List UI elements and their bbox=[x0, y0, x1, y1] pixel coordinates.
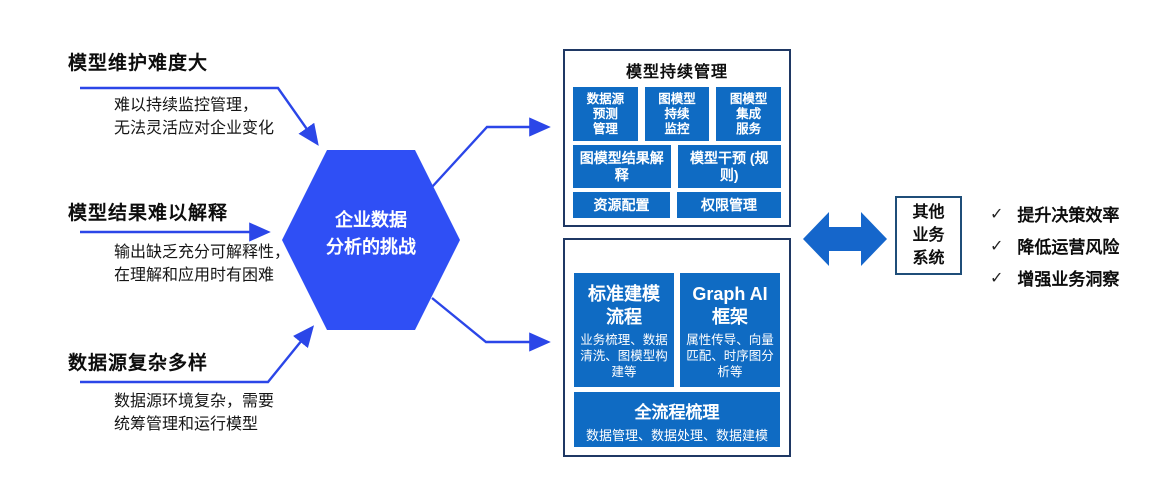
check-icon: ✓ bbox=[990, 269, 1004, 287]
benefit-item: ✓ 提升决策效率 bbox=[990, 201, 1119, 226]
cell-graphmodel-monitor: 图模型 持续 监控 bbox=[644, 87, 710, 141]
model-management-panel: 模型持续管理 数据源 预测 管理 图模型 持续 监控 图模型 集成 服务 图模型… bbox=[563, 49, 791, 227]
standard-modeling-cell: 标准建模 流程 业务梳理、数据清洗、图模型构建等 bbox=[574, 273, 674, 387]
cell-permission-manage: 权限管理 bbox=[677, 192, 781, 218]
benefit-label: 增强业务洞察 bbox=[1017, 270, 1120, 289]
check-icon: ✓ bbox=[990, 205, 1004, 223]
graph-ai-cell: Graph AI 框架 属性传导、向量匹配、时序图分析等 bbox=[680, 273, 780, 387]
framework-panel: 标准建模 流程 业务梳理、数据清洗、图模型构建等 Graph AI 框架 属性传… bbox=[563, 238, 791, 457]
double-arrow-icon bbox=[803, 212, 887, 266]
benefits-list: ✓ 提升决策效率 ✓ 降低运营风险 ✓ 增强业务洞察 bbox=[990, 201, 1119, 290]
challenge-title-maintenance: 模型维护难度大 bbox=[68, 53, 209, 74]
cell-resource-config: 资源配置 bbox=[573, 192, 671, 218]
cell-graphmodel-integration: 图模型 集成 服务 bbox=[716, 87, 782, 141]
framework-columns: 标准建模 流程 业务梳理、数据清洗、图模型构建等 Graph AI 框架 属性传… bbox=[574, 273, 780, 387]
arrow-to-management bbox=[431, 117, 551, 188]
graph-ai-title: Graph AI 框架 bbox=[692, 284, 768, 327]
benefit-item: ✓ 降低运营风险 bbox=[990, 233, 1119, 258]
challenge-desc-datasource: 数据源环境复杂，需要 统筹管理和运行模型 bbox=[114, 393, 275, 433]
model-management-row2: 图模型结果解释 模型干预 (规则) bbox=[573, 145, 781, 188]
benefit-item: ✓ 增强业务洞察 bbox=[990, 265, 1119, 290]
graph-ai-desc: 属性传导、向量匹配、时序图分析等 bbox=[686, 333, 774, 379]
benefit-label: 降低运营风险 bbox=[1017, 238, 1120, 257]
challenge-title-datasource: 数据源复杂多样 bbox=[68, 353, 209, 374]
challenge-title-interpret: 模型结果难以解释 bbox=[68, 203, 229, 224]
hexagon-label: 企业数据 分析的挑战 bbox=[326, 210, 416, 257]
standard-modeling-desc: 业务梳理、数据清洗、图模型构建等 bbox=[580, 333, 668, 379]
challenge-desc-maintenance: 难以持续监控管理， 无法灵活应对企业变化 bbox=[114, 97, 275, 137]
model-management-row3: 资源配置 权限管理 bbox=[573, 192, 781, 218]
hexagon-shape bbox=[282, 150, 460, 330]
model-management-row1: 数据源 预测 管理 图模型 持续 监控 图模型 集成 服务 bbox=[573, 87, 782, 141]
challenge-desc-interpret: 输出缺乏充分可解释性， 在理解和应用时有困难 bbox=[114, 244, 291, 284]
other-system-box: 其他 业务 系统 bbox=[895, 196, 962, 275]
standard-modeling-title: 标准建模 流程 bbox=[588, 284, 660, 327]
full-process-desc: 数据管理、数据处理、数据建模 bbox=[585, 428, 768, 443]
arrow-to-framework bbox=[431, 297, 551, 352]
benefit-label: 提升决策效率 bbox=[1017, 206, 1120, 225]
cell-model-intervention: 模型干预 (规则) bbox=[677, 145, 781, 188]
cell-datasource-predict-manage: 数据源 预测 管理 bbox=[573, 87, 638, 141]
arrow-maintenance bbox=[80, 86, 319, 146]
full-process-cell: 全流程梳理 数据管理、数据处理、数据建模 bbox=[574, 392, 780, 447]
arrow-datasource bbox=[80, 325, 315, 384]
cell-result-explain: 图模型结果解释 bbox=[573, 145, 671, 188]
model-management-title: 模型持续管理 bbox=[625, 64, 728, 81]
full-process-title: 全流程梳理 bbox=[634, 403, 720, 422]
check-icon: ✓ bbox=[990, 237, 1004, 255]
